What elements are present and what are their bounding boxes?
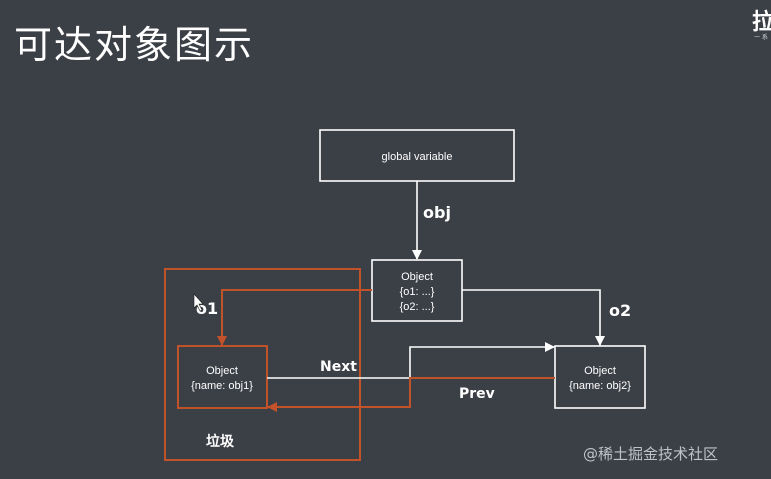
- node-root-object-line3: {o2: ...}: [400, 301, 435, 313]
- node-obj2-line2: {name: obj2}: [569, 380, 631, 392]
- edge-next-label: Next: [320, 359, 357, 375]
- node-obj1-line2: {name: obj1}: [191, 380, 253, 392]
- edge-obj-label: obj: [423, 203, 451, 222]
- node-obj2: Object {name: obj2}: [554, 345, 646, 409]
- node-obj2-line1: Object: [584, 365, 616, 377]
- node-obj1: Object {name: obj1}: [177, 345, 268, 409]
- edge-o2-label: o2: [609, 301, 631, 320]
- edge-prev: [267, 377, 555, 412]
- watermark: @稀土掘金技术社区: [583, 445, 719, 463]
- edge-o1: [217, 289, 372, 346]
- garbage-label: 垃圾: [206, 433, 235, 450]
- slide-title: 可达对象图示: [14, 23, 255, 67]
- edge-prev-label: Prev: [459, 386, 495, 402]
- edge-o2: [462, 289, 605, 346]
- edge-next: [267, 342, 555, 379]
- mouse-cursor-icon: [193, 293, 204, 312]
- garbage-region: [164, 268, 361, 461]
- node-global-variable: global variable: [319, 129, 515, 182]
- node-root-object-line2: {o1: ...}: [400, 286, 435, 298]
- node-global-variable-label: global variable: [382, 151, 453, 163]
- node-root-object-line1: Object: [401, 271, 433, 283]
- brand-logo: 拉: [752, 10, 771, 35]
- brand-logo-subtitle: 一 系: [754, 34, 768, 41]
- node-obj1-line1: Object: [206, 365, 238, 377]
- node-root-object: Object {o1: ...} {o2: ...}: [371, 259, 463, 322]
